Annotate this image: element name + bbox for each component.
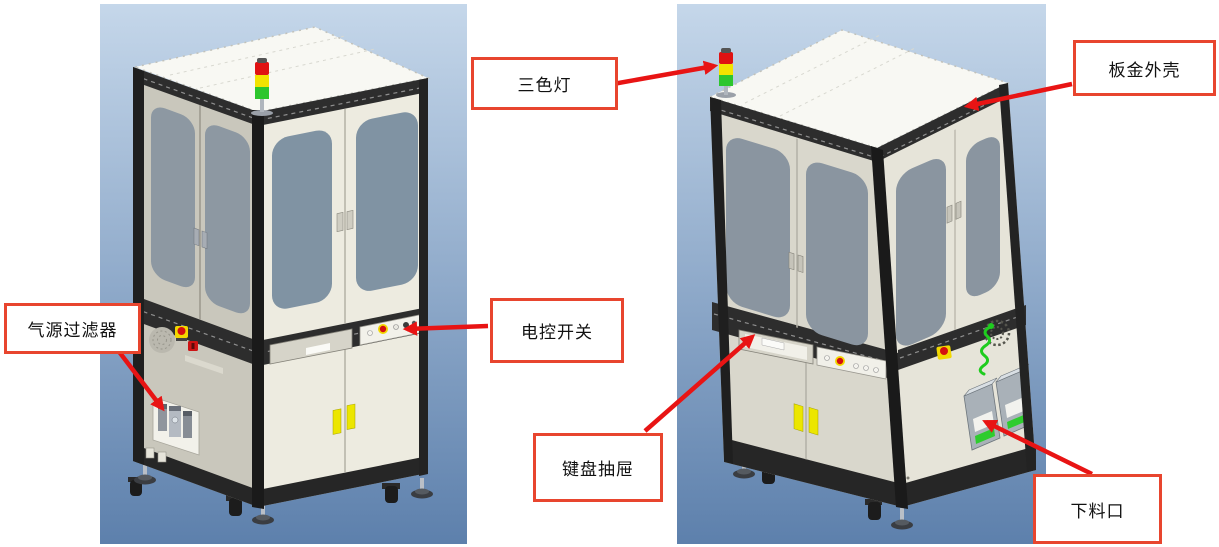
callout-label: 电控开关 [521, 323, 593, 343]
callout-air-filter: 气源过滤器 [4, 303, 141, 354]
callout-tricolor-light: 三色灯 [471, 57, 618, 110]
callout-label: 键盘抽屉 [562, 460, 634, 480]
callout-label: 气源过滤器 [27, 321, 118, 341]
callout-label: 三色灯 [517, 76, 572, 96]
callout-label: 下料口 [1070, 501, 1125, 522]
callout-electric-switch: 电控开关 [490, 298, 624, 363]
callout-label: 板金外壳 [1108, 60, 1181, 81]
callout-sheet-metal-shell: 板金外壳 [1073, 40, 1216, 96]
callout-discharge-outlet: 下料口 [1033, 474, 1162, 544]
right-view-panel [677, 4, 1046, 544]
callout-keyboard-drawer: 键盘抽屉 [533, 433, 663, 502]
left-view-panel [100, 4, 467, 544]
